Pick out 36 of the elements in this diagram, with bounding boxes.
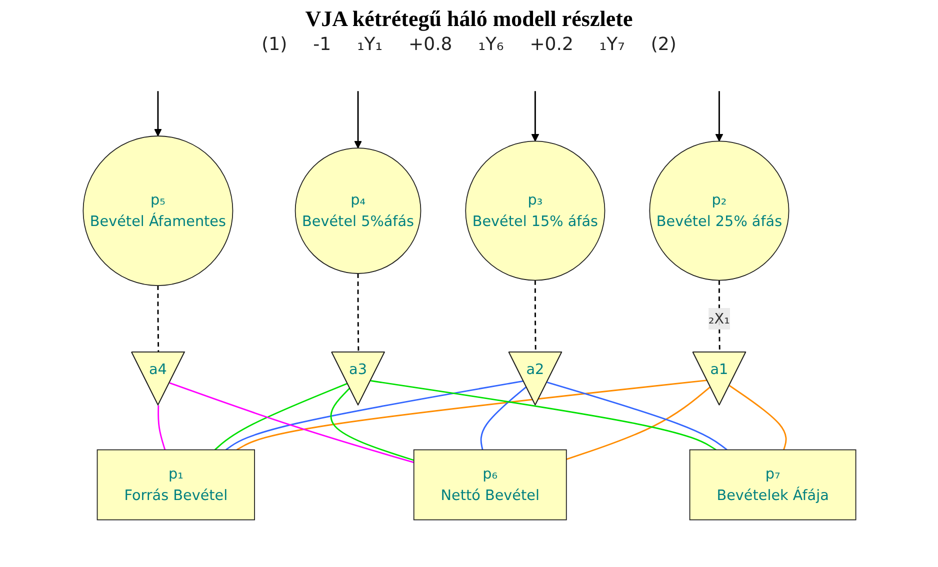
connector	[728, 385, 786, 450]
annotation-label: (2)	[650, 34, 676, 55]
diagram-title: VJA kétrétegű háló modell részlete	[304, 6, 634, 32]
connector	[214, 382, 348, 450]
node-box: p₆ Nettó Bevétel	[412, 449, 566, 520]
connector	[566, 386, 710, 460]
node-circle: p₄ Bevétel 5%áfás	[294, 148, 421, 274]
connector	[534, 280, 536, 352]
edge-label: ₂X₁	[708, 310, 730, 327]
annotation-label: ₁Y₇	[599, 34, 625, 55]
annotation-label: ₁Y₁	[357, 34, 383, 55]
connector	[224, 380, 524, 450]
annotation-label: +0.8	[408, 34, 452, 55]
node-circle: p₅ Bevétel Áfamentes	[82, 136, 233, 286]
connector	[356, 274, 359, 352]
annotation-label: +0.2	[530, 34, 574, 55]
connector	[330, 388, 414, 461]
connector	[157, 405, 166, 450]
node-circle: p₂ Bevétel 25% áfás	[648, 140, 789, 281]
node-circle: p₃ Bevétel 15% áfás	[464, 140, 605, 281]
node-box: p₁ Forrás Bevétel	[96, 449, 254, 520]
annotation-label: ₁Y₆	[478, 34, 504, 55]
arrow	[354, 91, 362, 148]
arrow	[154, 91, 162, 136]
arrow	[714, 91, 723, 142]
node-box: p₇ Bevételek Áfája	[688, 449, 856, 520]
arrow	[530, 91, 539, 142]
connector	[546, 382, 727, 450]
connector	[480, 386, 526, 450]
connector	[370, 380, 716, 450]
annotation-label: (1)	[262, 34, 288, 55]
connector	[718, 280, 720, 352]
annotation-label: -1	[313, 34, 332, 55]
connector	[168, 382, 414, 464]
connector	[236, 380, 707, 450]
connector	[156, 286, 159, 352]
